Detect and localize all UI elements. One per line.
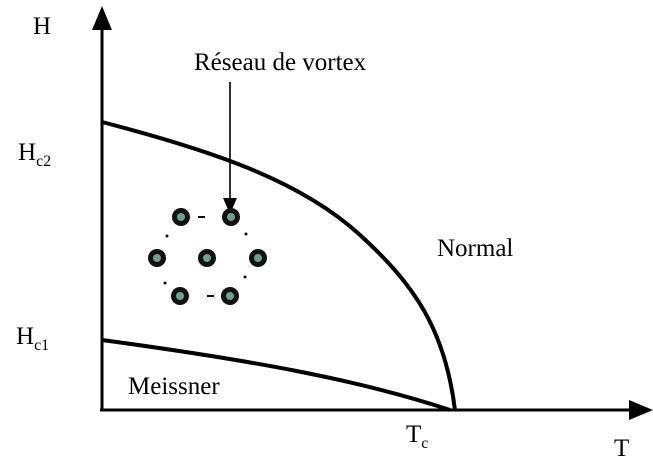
vortex: [172, 208, 190, 226]
x-axis-label: T: [614, 435, 630, 462]
vortex: [221, 287, 239, 305]
tick-tc: Tc: [406, 421, 428, 452]
vortex-pointer-arrowhead: [223, 198, 237, 214]
tick-tc-main: T: [406, 421, 422, 448]
region-normal-label: Normal: [437, 235, 514, 262]
vortex: [198, 249, 216, 267]
region-vortex-label: Réseau de vortex: [194, 49, 367, 76]
tick-hc1-main: H: [16, 323, 35, 350]
tick-hc2: Hc2: [18, 139, 51, 170]
y-axis-arrowhead: [92, 6, 112, 30]
tick-hc1-sub: c1: [34, 337, 50, 354]
y-axis-label: H: [33, 13, 52, 40]
region-meissner-label: Meissner: [128, 373, 220, 400]
hc1-curve: [101, 338, 451, 412]
hc2-curve: [101, 120, 457, 411]
vortex: [148, 249, 166, 267]
vortex: [171, 287, 189, 305]
vortex: [222, 208, 240, 226]
x-axis-arrowhead: [629, 400, 653, 420]
tick-hc1: Hc1: [16, 323, 49, 354]
tick-hc2-main: H: [18, 139, 37, 166]
vortex-lattice: [148, 208, 267, 305]
vortex: [249, 249, 267, 267]
tick-tc-sub: c: [421, 435, 429, 452]
tick-hc2-sub: c2: [36, 153, 52, 170]
